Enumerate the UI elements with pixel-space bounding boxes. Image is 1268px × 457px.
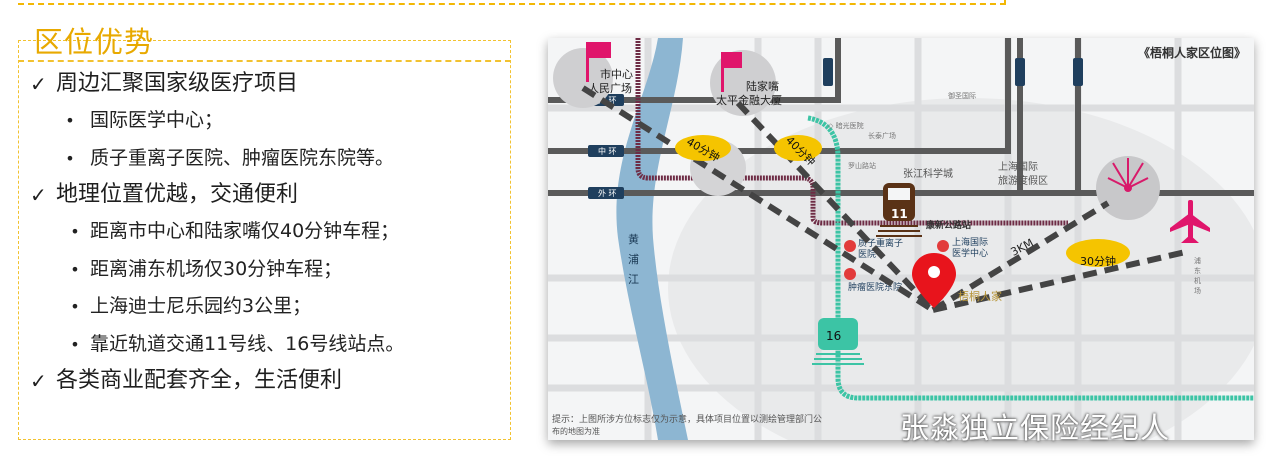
hospital-icon	[844, 268, 856, 280]
airplane-icon	[1170, 200, 1210, 243]
svg-text:浦: 浦	[1194, 256, 1201, 265]
bullet-icon: •	[70, 222, 80, 241]
check-icon: ✓	[30, 72, 47, 96]
check-icon: ✓	[30, 369, 47, 393]
zhangjiang-label: 张江科学城	[903, 167, 953, 180]
svg-text:11: 11	[891, 207, 908, 221]
subitem-text: 上海迪士尼乐园约3公里；	[90, 295, 312, 317]
svg-text:江: 江	[628, 273, 639, 286]
station-label: 康新公路站	[926, 219, 971, 231]
svg-text:罗山路站: 罗山路站	[848, 161, 876, 170]
top-dashed-border	[18, 0, 1006, 5]
point-label: 各类商业配套齐全，生活便利	[56, 368, 343, 393]
section-title: 区位优势	[34, 25, 155, 59]
location-pin-icon	[912, 253, 956, 308]
resort-label: 上海国际	[998, 160, 1038, 173]
svg-text:长泰广场: 长泰广场	[868, 131, 896, 140]
list-item: • 上海迪士尼乐园约3公里；	[30, 288, 510, 326]
cancer-hospital-label: 肿瘤医院东院	[848, 281, 902, 293]
bullet-icon: •	[65, 148, 75, 168]
svg-text:外 环: 外 环	[598, 188, 617, 198]
svg-text:东: 东	[1194, 266, 1201, 275]
bullet-icon: •	[70, 259, 80, 279]
point-commerce: ✓ 各类商业配套齐全，生活便利	[30, 363, 510, 399]
map-note: 提示：上图所涉方位标志仅为示意，具体项目位置以测绘管理部门公	[552, 413, 822, 425]
metro-11-icon: 11	[876, 183, 922, 237]
subitem-text: 距离浦东机场仅30分钟车程；	[90, 257, 343, 280]
medical-center-label: 上海国际	[952, 236, 988, 248]
taxi-icon: 30分钟	[1066, 239, 1130, 268]
list-item: • 距离浦东机场仅30分钟车程；	[30, 251, 510, 289]
map-graphic: 黄 浦 江 内 环 中 环 外 环	[548, 38, 1254, 440]
point-label: 地理位置优越，交通便利	[56, 182, 299, 207]
svg-text:中 环: 中 环	[598, 146, 617, 156]
svg-text:医院: 医院	[858, 248, 876, 260]
subitem-text: 质子重离子医院、肿瘤医院东院等。	[90, 146, 395, 169]
list-item: • 距离市中心和陆家嘴仅40分钟车程；	[30, 213, 510, 251]
list-item: • 国际医学中心；	[30, 102, 510, 140]
bullet-icon: •	[65, 111, 75, 130]
map-title: 《梧桐人家区位图》	[1137, 46, 1246, 60]
title-divider	[18, 60, 511, 62]
point-location: ✓ 地理位置优越，交通便利	[30, 177, 510, 213]
hospital-icon	[844, 240, 856, 252]
point-label: 周边汇聚国家级医疗项目	[56, 71, 299, 96]
location-map: 黄 浦 江 内 环 中 环 外 环	[548, 38, 1254, 440]
bullet-icon: •	[70, 297, 80, 316]
hospital-icon	[937, 240, 949, 252]
svg-text:御圣国际: 御圣国际	[948, 91, 976, 100]
svg-text:16: 16	[826, 329, 841, 343]
city-center-label: 市中心	[600, 67, 633, 81]
svg-text:场: 场	[1194, 286, 1201, 295]
river-label: 黄	[628, 232, 639, 246]
point-medical: ✓ 周边汇聚国家级医疗项目	[30, 66, 510, 102]
advantages-list: ✓ 周边汇聚国家级医疗项目 • 国际医学中心； • 质子重离子医院、肿瘤医院东院等。…	[30, 66, 510, 399]
svg-text:人民广场: 人民广场	[588, 81, 632, 95]
svg-text:医学中心: 医学中心	[952, 247, 988, 259]
bullet-icon: •	[70, 334, 80, 354]
metro-16-icon: 16	[812, 318, 864, 365]
subitem-text: 靠近轨道交通11号线、16号线站点。	[90, 332, 405, 355]
project-logo: 梧桐人家	[958, 289, 1002, 303]
svg-text:浦: 浦	[628, 253, 639, 266]
list-item: • 靠近轨道交通11号线、16号线站点。	[30, 326, 510, 364]
taxi-icon: 40分钟	[675, 134, 731, 164]
subitem-text: 国际医学中心；	[90, 109, 224, 131]
watermark: 张淼独立保险经纪人	[900, 411, 1171, 445]
lujiazui-label: 陆家嘴	[746, 79, 779, 93]
svg-text:机: 机	[1194, 276, 1201, 285]
svg-text:◇ 暗光医院: ◇ 暗光医院	[828, 121, 864, 130]
advantages-panel	[18, 40, 511, 440]
svg-text:布的地图为准: 布的地图为准	[552, 426, 600, 436]
svg-text:30分钟: 30分钟	[1080, 254, 1116, 268]
svg-text:太平金融大厦: 太平金融大厦	[716, 93, 782, 107]
check-icon: ✓	[30, 183, 47, 207]
svg-text:旅游度假区: 旅游度假区	[998, 174, 1048, 187]
list-item: • 质子重离子医院、肿瘤医院东院等。	[30, 140, 510, 178]
subitem-text: 距离市中心和陆家嘴仅40分钟车程；	[90, 220, 400, 242]
